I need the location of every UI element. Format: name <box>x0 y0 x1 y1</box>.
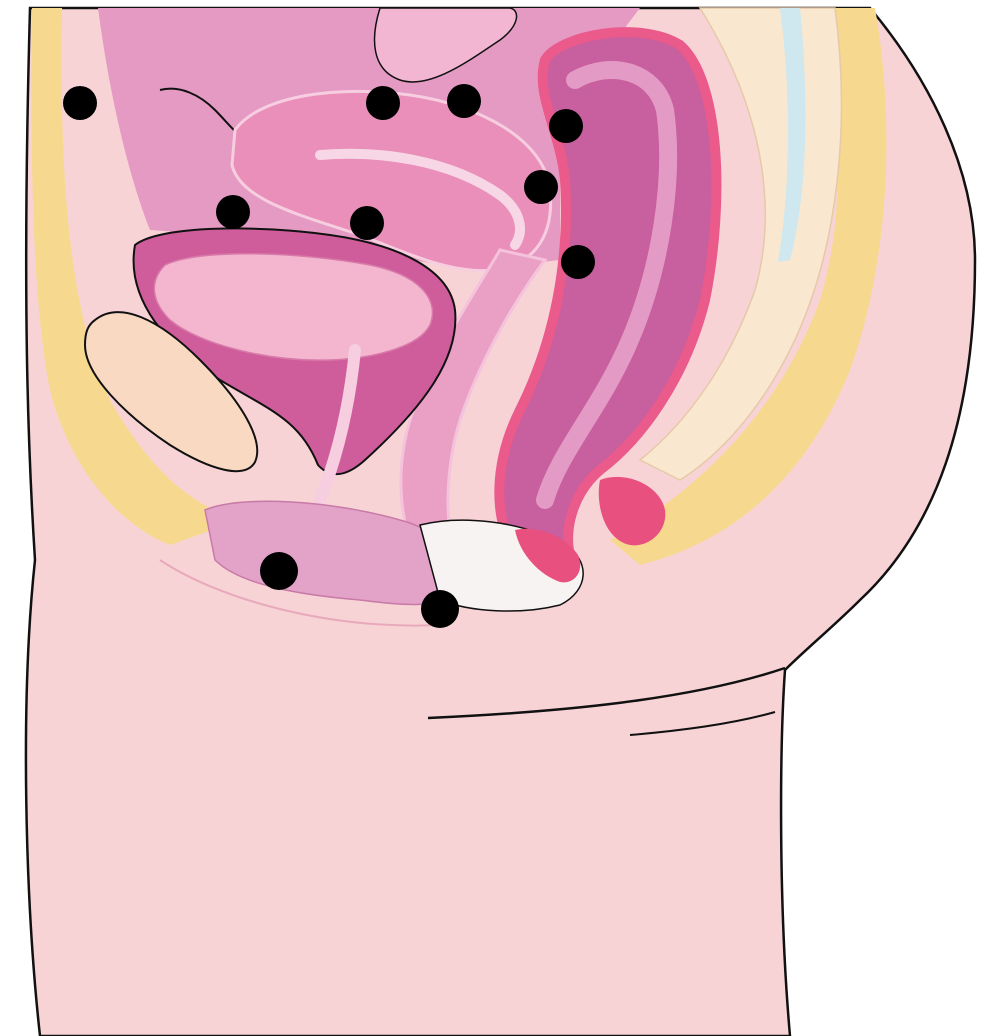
marker <box>524 170 558 204</box>
marker <box>366 86 400 120</box>
marker <box>260 552 298 590</box>
marker <box>561 245 595 279</box>
marker <box>549 109 583 143</box>
marker <box>350 206 384 240</box>
marker <box>447 84 481 118</box>
marker <box>421 590 459 628</box>
marker <box>216 195 250 229</box>
marker <box>63 86 97 120</box>
